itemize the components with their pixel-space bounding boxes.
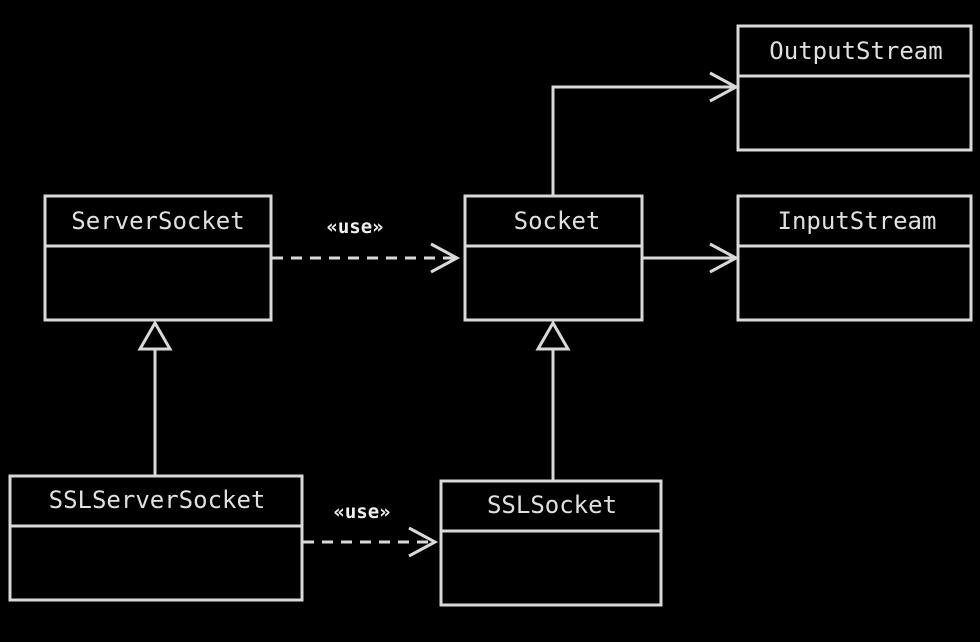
class-name-outputstream: OutputStream (769, 37, 942, 65)
use-stereotype-label-top: «use» (326, 216, 383, 238)
serversocket-uses-socket-dependency (272, 242, 461, 274)
class-name-socket: Socket (514, 207, 601, 235)
use-stereotype-label-bottom: «use» (333, 501, 390, 523)
class-name-inputstream: InputStream (778, 207, 937, 235)
class-box-socket[interactable]: Socket (463, 194, 644, 322)
class-box-inputstream[interactable]: InputStream (736, 194, 973, 322)
class-name-sslsocket: SSLSocket (487, 491, 617, 519)
sslserversocket-generalization (137, 319, 173, 476)
sslserversocket-uses-sslsocket-dependency (303, 526, 439, 558)
socket-to-inputstream-association (642, 242, 740, 274)
sslsocket-generalization (535, 319, 571, 481)
class-box-sslsocket[interactable]: SSLSocket (439, 479, 663, 607)
class-name-serversocket: ServerSocket (71, 207, 244, 235)
class-name-sslserversocket: SSLServerSocket (49, 486, 266, 514)
class-box-outputstream[interactable]: OutputStream (736, 24, 973, 152)
class-box-sslserversocket[interactable]: SSLServerSocket (8, 474, 304, 602)
class-box-serversocket[interactable]: ServerSocket (43, 194, 273, 322)
socket-to-outputstream-association (551, 71, 740, 196)
